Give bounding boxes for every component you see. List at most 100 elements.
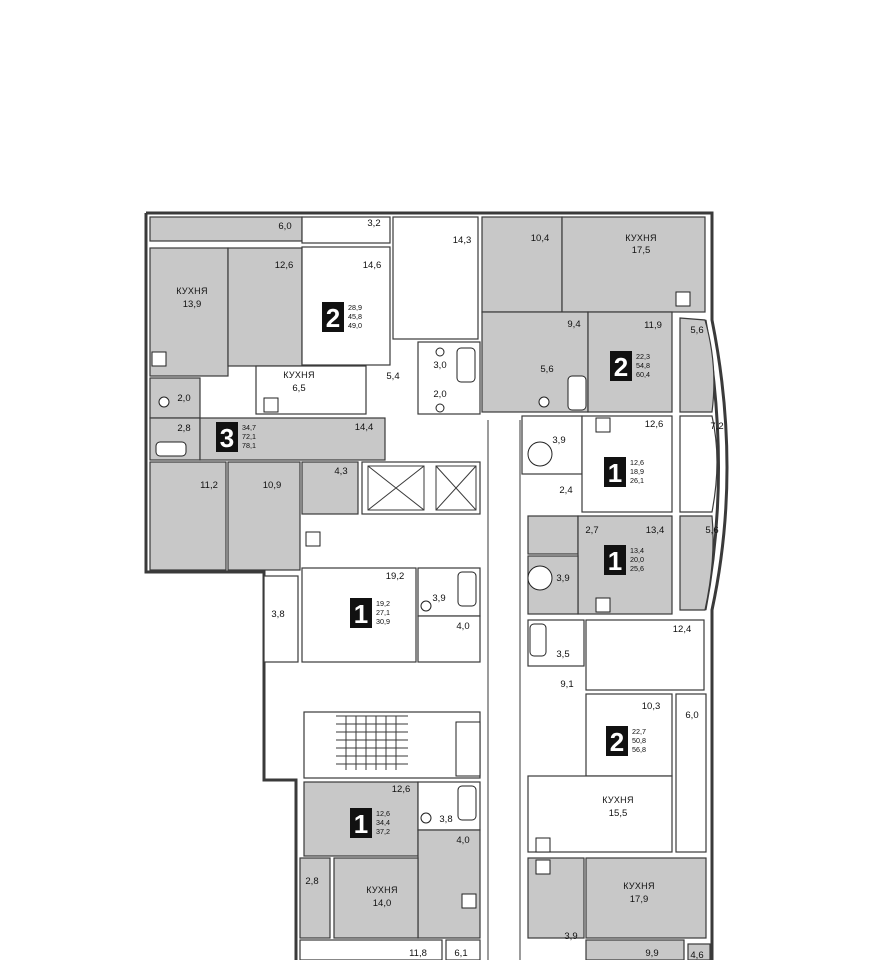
stove-icon — [263, 397, 279, 413]
room-area-label: 4,0 — [456, 835, 469, 846]
balcony-4-6 — [687, 943, 711, 960]
apartment-room-count: 3 — [220, 423, 234, 453]
stove-icon — [595, 417, 611, 433]
toilet-icon — [420, 812, 432, 824]
room-area-label: 5,6 — [705, 525, 718, 536]
apartment-room-count: 1 — [354, 599, 368, 629]
balcony-6-0 — [675, 693, 707, 853]
stove-icon — [461, 893, 477, 909]
bathtub-icon — [155, 441, 187, 457]
room-11-8 — [299, 939, 443, 960]
apartment-area-value: 30,9 — [376, 617, 390, 626]
apartment-area-value: 78,1 — [242, 441, 256, 450]
corner-bath-icon — [527, 565, 553, 591]
apartment-badge-box — [350, 598, 372, 628]
kitchen-label: КУХНЯ — [623, 881, 655, 891]
sink-icon — [435, 347, 445, 357]
apartment-area-value: 34,4 — [376, 818, 390, 827]
stove-icon — [595, 597, 611, 613]
room-10-9 — [227, 461, 301, 571]
toilet-icon — [538, 396, 550, 408]
kitchen-17-9 — [585, 857, 707, 939]
room-area-label: 5,4 — [386, 371, 399, 382]
room-area-label: 12,6 — [275, 260, 294, 271]
room-area-label: 2,0 — [177, 393, 190, 404]
room-12-4 — [585, 619, 705, 691]
room-area-label: 9,4 — [567, 319, 580, 330]
apartment-area-value: 20,0 — [630, 555, 644, 564]
room-area-label: 17,5 — [632, 245, 651, 256]
stove-icon — [305, 531, 321, 547]
room-area-label: 13,4 — [646, 525, 665, 536]
stove-icon — [675, 291, 691, 307]
balcony-5-6-top — [679, 317, 715, 413]
apartment-badge-box — [604, 545, 626, 575]
apartment-area-value: 18,9 — [630, 467, 644, 476]
apartment-badge-box — [610, 351, 632, 381]
kitchen-label: КУХНЯ — [176, 286, 208, 296]
room-area-label: 6,1 — [454, 948, 467, 959]
room-area-label: 14,6 — [363, 260, 382, 271]
apartment-area-value: 22,7 — [632, 727, 646, 736]
room-area-label: 11,8 — [409, 948, 427, 959]
balcony-7-2 — [679, 415, 718, 513]
room-area-label: 12,6 — [645, 419, 664, 430]
bathtub-icon — [567, 375, 587, 411]
apartment-area-value: 54,8 — [636, 361, 650, 370]
room-area-label: 3,9 — [564, 931, 577, 942]
balcony-top-left — [149, 216, 303, 242]
room-area-label: 4,3 — [334, 466, 347, 477]
apartment-area-value: 12,6 — [376, 809, 390, 818]
elevator-1 — [367, 465, 425, 511]
room-area-label: 13,9 — [183, 299, 202, 310]
room-area-label: 10,9 — [263, 480, 282, 491]
room-area-label: 7,2 — [710, 421, 723, 432]
hall-4-3 — [301, 461, 359, 515]
room-9-9 — [585, 939, 685, 960]
apartment-area-value: 19,2 — [376, 599, 390, 608]
corridor-walls — [487, 420, 521, 960]
staircase — [303, 711, 481, 779]
wc-2-0 — [149, 377, 201, 419]
room-area-label: 3,9 — [432, 593, 445, 604]
apartment-room-count: 1 — [608, 458, 622, 488]
apartment-area-value: 37,2 — [376, 827, 390, 836]
room-area-label: 3,8 — [439, 814, 452, 825]
stove-icon — [535, 837, 551, 853]
apartment-room-count: 1 — [354, 809, 368, 839]
stove-icon — [151, 351, 167, 367]
room-area-label: 3,9 — [556, 573, 569, 584]
room-area-label: 11,2 — [200, 480, 218, 491]
apartment-badge-box — [216, 422, 238, 452]
apartment-area-value: 56,8 — [632, 745, 646, 754]
kitchen-14-0 — [333, 857, 419, 939]
room-14-6 — [301, 246, 391, 366]
room-area-label: 11,9 — [644, 320, 662, 331]
room-12-6 — [227, 247, 303, 367]
room-area-label: 6,5 — [292, 383, 305, 394]
room-area-label: 14,0 — [373, 898, 392, 909]
room-area-label: 14,3 — [453, 235, 472, 246]
room-area-label: 4,0 — [456, 621, 469, 632]
bathtub-icon — [529, 623, 547, 657]
apartment-badge-box — [606, 726, 628, 756]
toilet-icon — [158, 396, 170, 408]
room-area-label: 12,6 — [392, 784, 411, 795]
bathtub-icon — [457, 571, 477, 607]
room-area-label: 3,5 — [556, 649, 569, 660]
apartment-area-value: 13,4 — [630, 546, 644, 555]
kitchen-15-5 — [527, 775, 673, 853]
apartment-area-value: 22,3 — [636, 352, 650, 361]
stair-steps — [336, 715, 408, 770]
elevator-block — [361, 461, 481, 515]
room-area-label: 5,6 — [690, 325, 703, 336]
room-area-label: 4,6 — [690, 950, 703, 960]
room-area-label: 2,4 — [559, 485, 572, 496]
kitchen-label: КУХНЯ — [625, 233, 657, 243]
room-area-label: 10,3 — [642, 701, 661, 712]
room-area-label: 6,0 — [278, 221, 291, 232]
